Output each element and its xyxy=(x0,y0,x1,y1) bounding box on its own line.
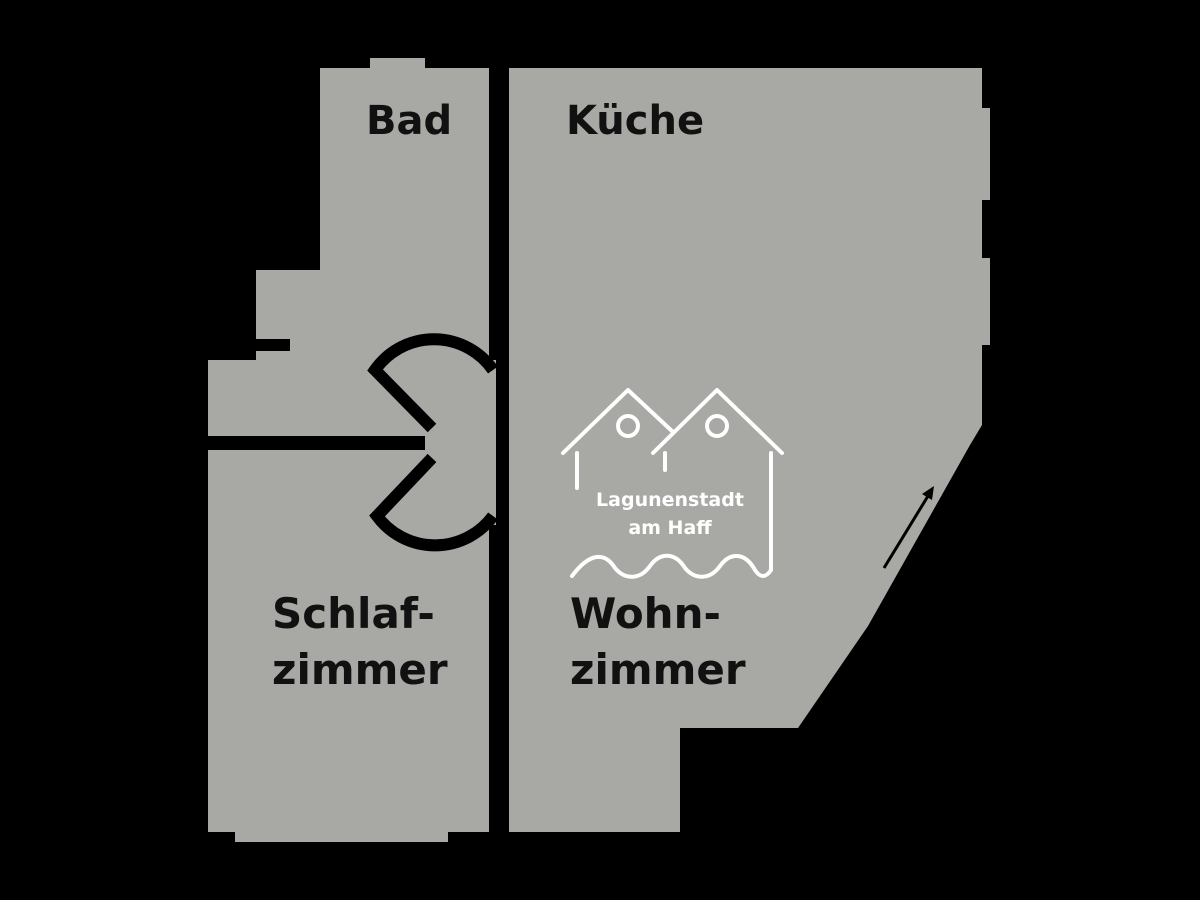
door-arc-bad xyxy=(367,333,498,433)
door-arc-schlafzimmer xyxy=(369,453,498,552)
logo-line2: am Haff xyxy=(628,517,712,539)
door-arcs xyxy=(367,333,498,552)
room-label-schlafzimmer-line2: zimmer xyxy=(272,645,448,694)
room-label-wohnzimmer-line1: Wohn- xyxy=(570,589,721,638)
room-label-wohnzimmer-line2: zimmer xyxy=(570,645,746,694)
logo-line1: Lagunenstadt xyxy=(596,489,744,511)
walls xyxy=(208,68,503,832)
room-label-kueche: Küche xyxy=(566,98,704,144)
two-houses-on-water-icon xyxy=(561,388,784,579)
arrow-icon xyxy=(882,486,934,569)
room-label-bad: Bad xyxy=(366,98,452,144)
room-label-schlafzimmer-line1: Schlaf- xyxy=(272,589,435,638)
